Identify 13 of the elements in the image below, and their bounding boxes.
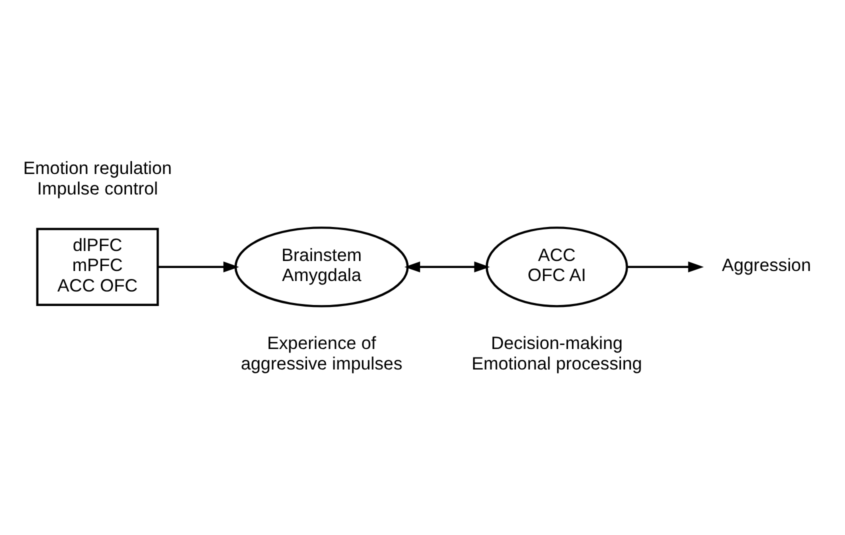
node-label: Decision-making bbox=[490, 333, 623, 354]
node-ellipse: Brainstem Amygdala bbox=[234, 226, 409, 308]
arrow bbox=[158, 261, 240, 272]
node-label: Impulse control bbox=[37, 178, 158, 198]
node-box: dlPFC mPFC ACC OFC bbox=[36, 228, 159, 306]
node-label: Emotion regulation bbox=[23, 158, 172, 178]
node-label: Experience of bbox=[267, 333, 376, 354]
node-label: aggressive impulses bbox=[240, 353, 402, 374]
node-ellipse: ACC OFC AI bbox=[486, 226, 628, 308]
arrow bbox=[404, 261, 490, 272]
node-text: Aggression bbox=[722, 255, 812, 276]
node-label: Emotional processing bbox=[472, 353, 642, 374]
arrow bbox=[627, 261, 704, 272]
